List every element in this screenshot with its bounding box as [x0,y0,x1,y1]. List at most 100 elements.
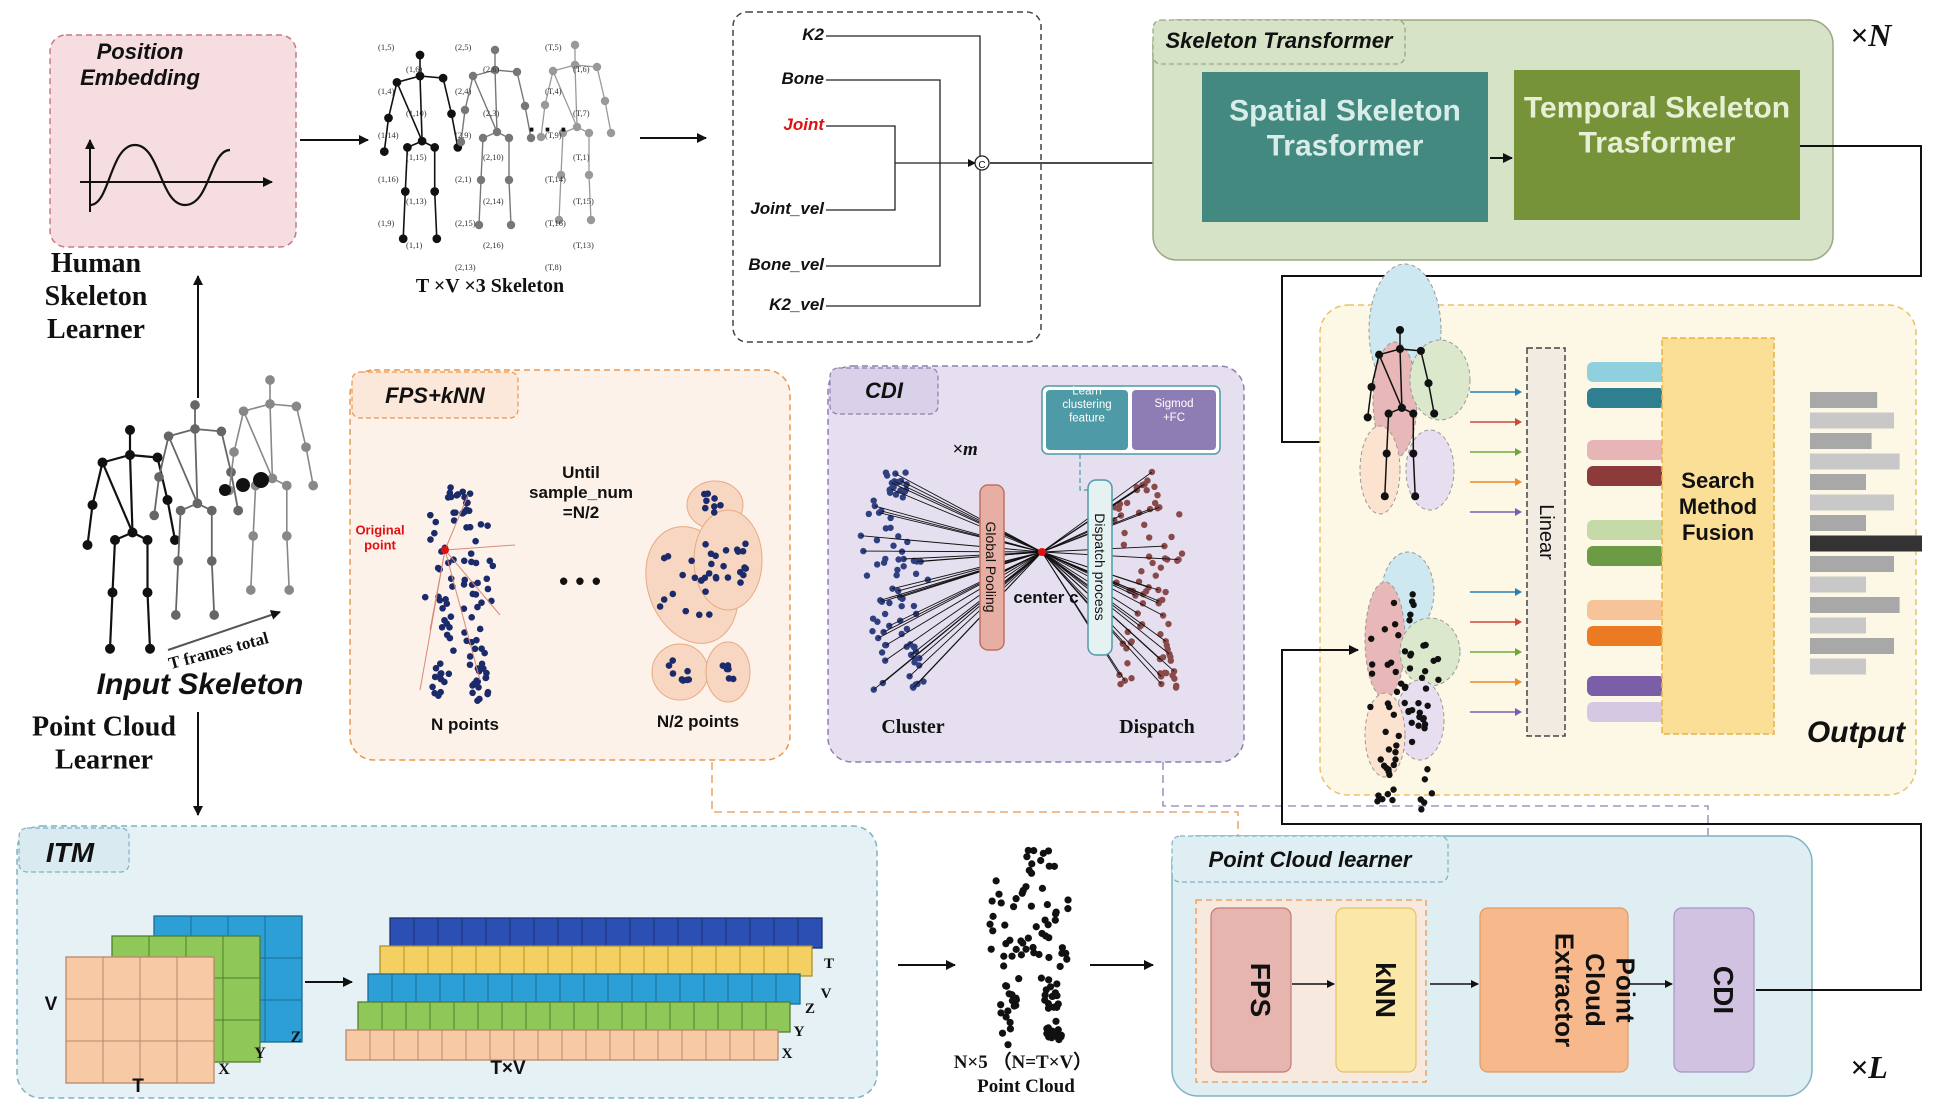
modality-label-4: Bone_vel [748,255,825,274]
joint-label: (1,10) [406,108,427,118]
skeleton-transformer-title: Skeleton Transformer [1165,28,1393,53]
time-axis-arrow [167,610,281,651]
joint-label: (2,16) [483,240,504,250]
joint-label: (1,9) [378,218,394,228]
feature-pill [1587,466,1665,486]
output-score-bar [1810,515,1866,531]
global-pooling-bar [979,484,1005,651]
joint-label: (2,15) [455,218,476,228]
itm-block: ITM V T X Y Z T×V T V Z Y X [16,825,878,1099]
concat-icon [974,155,990,171]
joint-label: (1,1) [406,240,422,250]
half-points-label: N/2 points [657,712,739,731]
joint-label: (T,16) [545,218,566,228]
extractor-box-label: PointCloudExtractor [1549,933,1640,1047]
transformer-repeat: ×N [1850,17,1893,53]
sigmod-fc-box [1132,390,1216,450]
fps-knn-title: FPS+kNN [385,383,486,408]
feature-pill [1587,626,1665,646]
itm-y-label: Y [254,1045,266,1062]
center-point [1038,548,1046,556]
sigmod-fc-label: Sigmod+FC [1155,398,1194,424]
joint-label: (2,14) [483,196,504,206]
n-points-label: N points [431,715,499,734]
output-score-bar [1810,576,1866,593]
dispatch-label: Dispatch [1119,716,1195,738]
point-cloud-caption-1: N×5 （N=T×V） [954,1050,1093,1073]
strip-label-v: V [821,986,832,1002]
joint-label: (1,5) [378,42,394,52]
concat-symbol: C [978,160,985,171]
output-score-bar [1810,556,1894,572]
output-score-bar [1810,392,1878,408]
strip-label-t: T [824,956,834,972]
joint-label: (1,4) [378,86,394,96]
fps-box [1210,907,1292,1073]
joint-label: (T,9) [545,130,562,140]
point-cloud-learner-block: Point Cloud learner ×L FPS kNN PointClou… [1171,835,1888,1097]
joint-label: (2,1) [455,174,471,184]
joint-label: (1,13) [406,196,427,206]
joint-label: (1,16) [378,174,399,184]
modality-label-5: K2_vel [769,295,825,314]
knn-box [1335,907,1417,1073]
joint-label: (T,15) [573,196,594,206]
output-score-bar [1810,494,1894,511]
connector-learner-to-output [1281,645,1922,991]
feature-pill [1587,520,1665,540]
output-score-bar [1810,638,1894,654]
modality-label-0: K2 [802,25,824,44]
input-skeleton-label: Input Skeleton [97,668,304,701]
output-score-bar [1810,658,1866,675]
dispatch-process-bar [1087,479,1113,656]
output-score-bar [1810,474,1866,490]
skeleton-transformer-block: Skeleton Transformer ×N Spatial Skeleton… [1152,17,1893,261]
joint-label: (T,8) [545,262,562,272]
cdi-box-label: CDI [1708,966,1739,1014]
joint-label: (1,15) [406,152,427,162]
center-c-label: center c [1013,588,1078,607]
linear-box [1526,347,1566,737]
linear-label: Linear [1535,504,1557,560]
extractor-box [1479,907,1629,1073]
connector-transformer-to-output [1281,145,1922,447]
strip-label-y: Y [794,1024,805,1040]
itm-tv-label: T×V [490,1058,526,1079]
modality-label-1: Bone [782,69,825,88]
joint-label: (T,4) [545,86,562,96]
feature-pill [1587,362,1665,382]
knn-box-label: kNN [1370,962,1401,1018]
fps-link-line [711,762,1239,900]
point-cloud-caption-2: Point Cloud [977,1076,1075,1097]
sine-wave-icon [80,139,273,212]
joint-label: (T,7) [573,108,590,118]
learn-clustering-box [1046,390,1128,450]
input-skeleton-figure [82,375,319,654]
fps-box-label: FPS [1245,963,1276,1017]
joint-label: (T,6) [573,64,590,74]
output-score-bar [1810,535,1922,552]
joint-label: (2,13) [455,262,476,272]
output-score-bar [1810,412,1894,429]
itm-x-label: X [218,1061,230,1078]
cluster-label: Cluster [881,716,944,738]
itm-t-label: T [132,1076,144,1097]
cdi-box [1673,907,1755,1073]
joint-label: (T,1) [573,152,590,162]
joint-label: (T,13) [573,240,594,250]
joint-label: (2,9) [455,130,471,140]
fps-dots: • • • [559,566,601,596]
times-m-label: ×m [952,439,978,460]
strip-label-x: X [782,1046,793,1062]
output-score-bar [1810,617,1866,634]
output-score-bar [1810,453,1900,470]
joint-label: (1,14) [378,130,399,140]
